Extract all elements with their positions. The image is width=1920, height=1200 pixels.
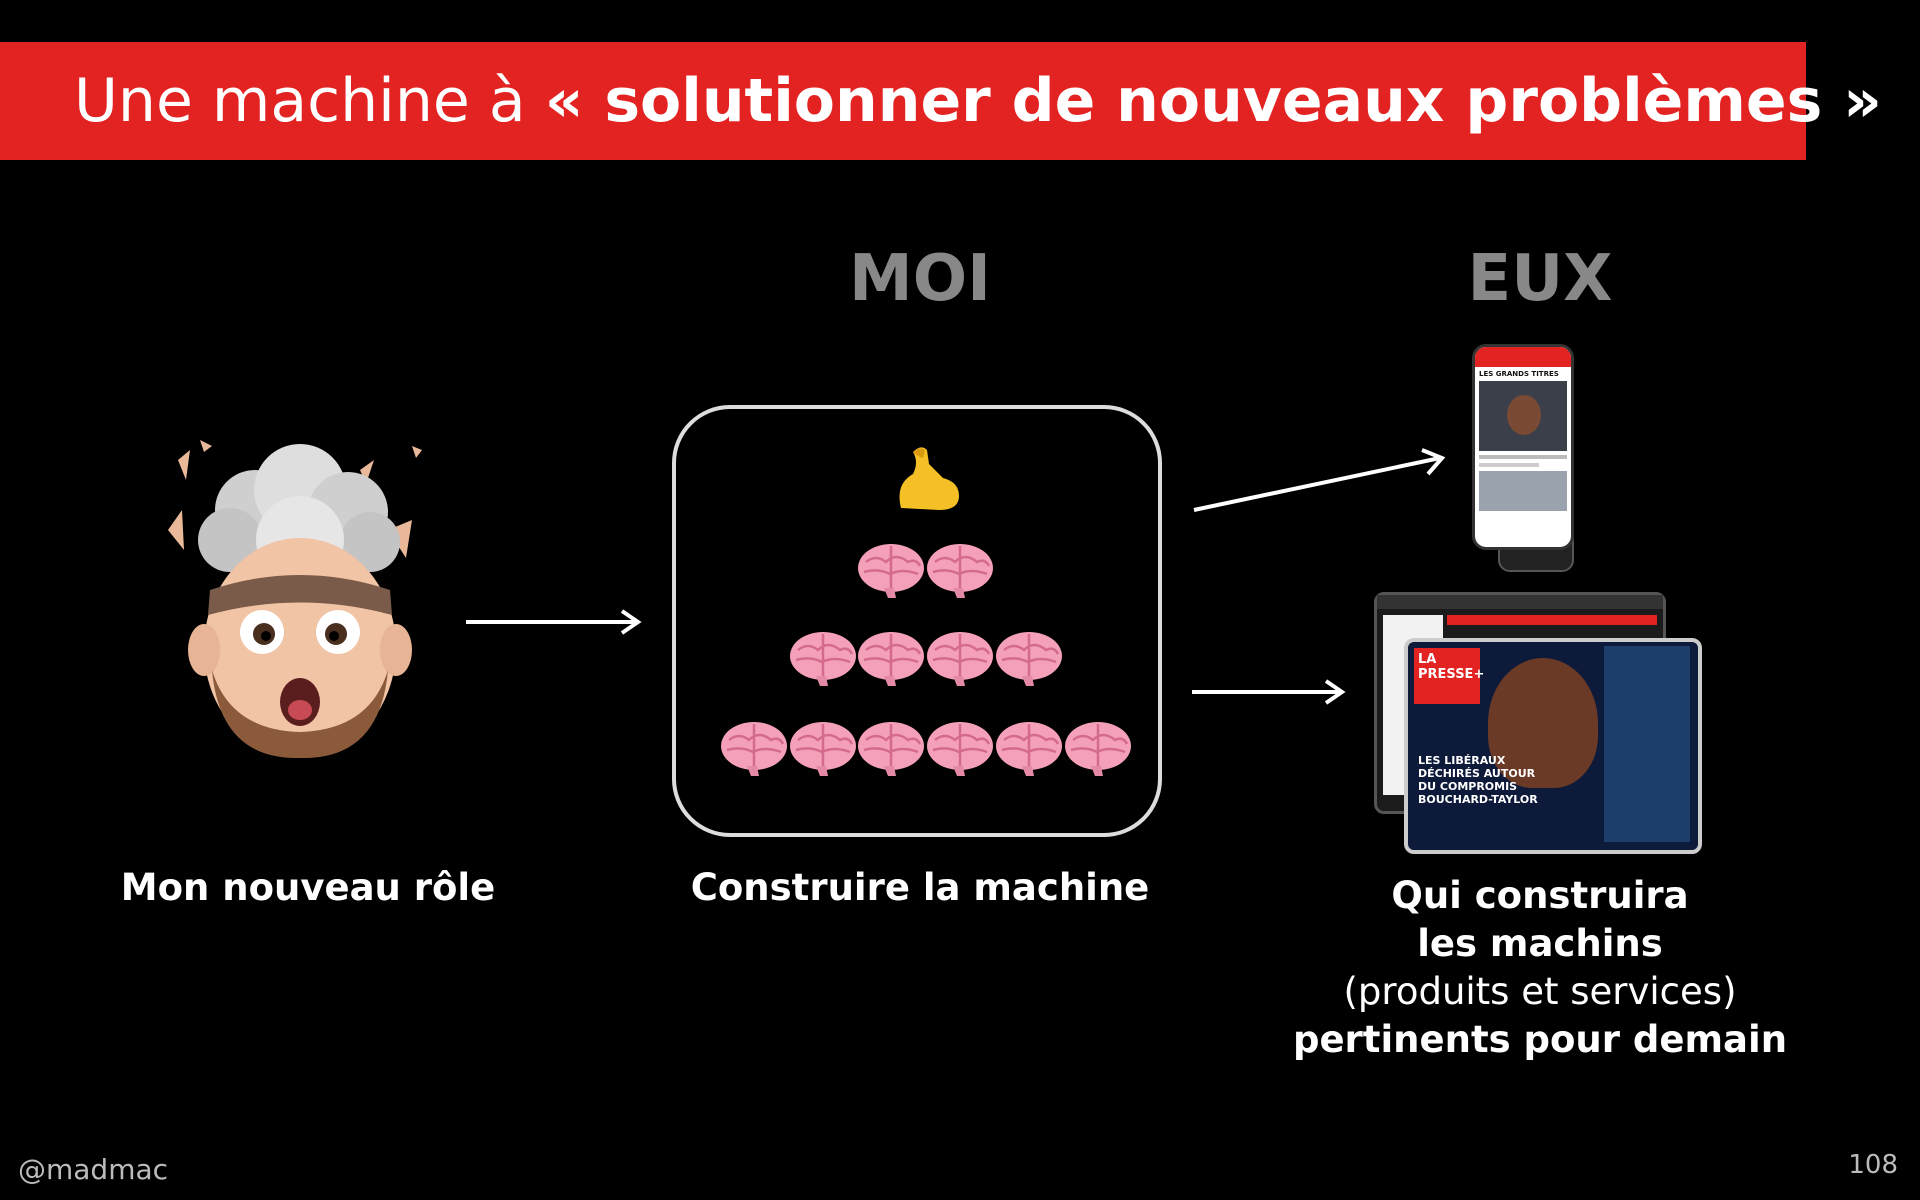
brain-icon [1063, 718, 1133, 778]
brain-icon [856, 540, 926, 600]
arrow-right-icon [466, 608, 646, 636]
brain-icon [925, 628, 995, 688]
brain-icon [994, 628, 1064, 688]
tablet-headline-2: DÉCHIRÉS AUTOUR [1418, 767, 1538, 780]
slide-title: Une machine à « solutionner de nouveaux … [74, 66, 1882, 136]
mind-blown-memoji-icon [160, 440, 450, 760]
brain-icon [856, 628, 926, 688]
tablet-brand-2: PRESSE+ [1418, 667, 1476, 682]
title-normal: Une machine à [74, 66, 545, 136]
header-eux: EUX [1467, 242, 1612, 316]
flexed-biceps-icon [893, 444, 963, 514]
brain-icon [788, 628, 858, 688]
brain-icon [856, 718, 926, 778]
tablet-headline-1: LES LIBÉRAUX [1418, 754, 1538, 767]
title-bar: Une machine à « solutionner de nouveaux … [0, 42, 1806, 160]
footer-handle: @madmac [18, 1153, 168, 1186]
caption-left: Mon nouveau rôle [121, 866, 495, 909]
tablet-headline-4: BOUCHARD-TAYLOR [1418, 793, 1538, 806]
brain-icon [925, 540, 995, 600]
phone-header-text: LES GRANDS TITRES [1475, 367, 1571, 381]
brain-icon [994, 718, 1064, 778]
caption-right-line4: pertinents pour demain [1293, 1016, 1787, 1064]
caption-right-line2: les machins [1293, 920, 1787, 968]
brain-icon [719, 718, 789, 778]
caption-right-line1: Qui construira [1293, 872, 1787, 920]
header-moi: MOI [849, 242, 991, 316]
tablet-brand-1: LA [1418, 652, 1476, 667]
title-bold: « solutionner de nouveaux problèmes » [545, 66, 1882, 136]
phone-mockup: LES GRANDS TITRES [1472, 344, 1592, 564]
caption-middle: Construire la machine [691, 866, 1150, 909]
caption-right-line3: (produits et services) [1293, 968, 1787, 1016]
page-number: 108 [1848, 1150, 1898, 1180]
arrow-to-phone-icon [1190, 448, 1450, 518]
tablet-headline-3: DU COMPROMIS [1418, 780, 1538, 793]
tablet-mockup-front: LA PRESSE+ LES LIBÉRAUX DÉCHIRÉS AUTOUR … [1404, 638, 1702, 854]
caption-right: Qui construira les machins (produits et … [1293, 872, 1787, 1064]
brain-icon [925, 718, 995, 778]
brain-icon [788, 718, 858, 778]
arrow-to-tablet-icon [1190, 678, 1350, 706]
